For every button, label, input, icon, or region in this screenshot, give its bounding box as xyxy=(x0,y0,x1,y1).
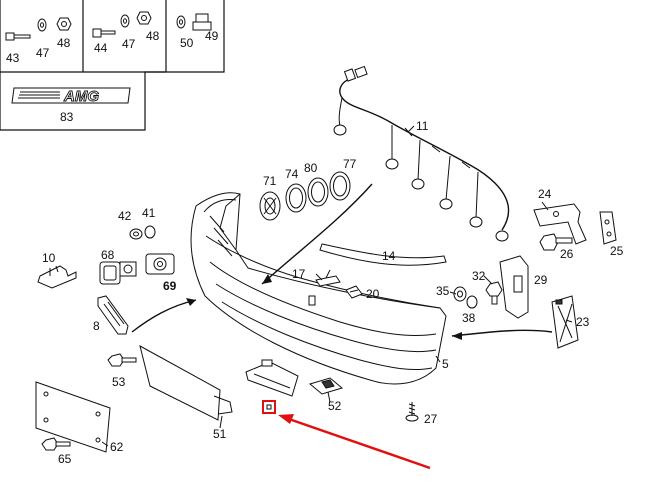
rear-bumper xyxy=(190,192,447,385)
legend-label: 50 xyxy=(180,36,194,50)
amg-logo-text: AMG xyxy=(63,88,99,105)
label-24: 24 xyxy=(538,187,552,201)
bracket-24 xyxy=(533,203,587,245)
nut-icon xyxy=(136,11,152,25)
label-42: 42 xyxy=(118,209,132,223)
bracket-25 xyxy=(599,211,617,245)
legend-label: 43 xyxy=(6,51,20,65)
label-41: 41 xyxy=(142,206,156,220)
sensor-ring-74 xyxy=(285,183,307,213)
label-68: 68 xyxy=(101,248,115,262)
washer-icon xyxy=(176,15,186,29)
bolt-icon xyxy=(5,32,31,41)
clip-17 xyxy=(315,269,341,287)
side-bracket-8 xyxy=(97,295,129,335)
label-11: 11 xyxy=(416,119,429,133)
highlight-box xyxy=(262,400,276,414)
label-25: 25 xyxy=(610,244,624,258)
bracket-29 xyxy=(499,255,529,319)
nut-41 xyxy=(144,225,156,239)
label-26: 26 xyxy=(560,247,574,261)
bracket-42 xyxy=(129,228,143,240)
label-69: 69 xyxy=(163,279,177,293)
label-71: 71 xyxy=(263,174,277,188)
label-65: 65 xyxy=(58,452,72,466)
legend-label: 44 xyxy=(94,41,108,55)
label-8: 8 xyxy=(93,319,100,333)
legend-box-2: 44 47 48 xyxy=(92,11,160,55)
trim-clip-52 xyxy=(308,377,344,395)
arrow-line xyxy=(451,329,553,337)
legend-label: 83 xyxy=(60,110,74,124)
label-14: 14 xyxy=(382,249,396,263)
mount-bracket-10 xyxy=(37,265,77,289)
label-20: 20 xyxy=(366,287,380,301)
legend-grid xyxy=(0,0,225,131)
bolt-53 xyxy=(107,353,137,367)
legend-label: 49 xyxy=(205,29,219,43)
leader-lines xyxy=(55,201,573,447)
parking-sensor-23 xyxy=(551,295,579,349)
label-52: 52 xyxy=(328,399,342,413)
label-23: 23 xyxy=(576,315,590,329)
label-10: 10 xyxy=(42,251,56,265)
label-32: 32 xyxy=(472,269,486,283)
label-62: 62 xyxy=(110,440,124,454)
wiring-harness xyxy=(333,65,510,242)
tail-light-mount-68 xyxy=(99,261,137,285)
clip-20 xyxy=(345,285,363,299)
screw-27 xyxy=(405,402,419,422)
label-77: 77 xyxy=(343,157,357,171)
label-51: 51 xyxy=(213,427,227,441)
arrow-line xyxy=(131,299,197,333)
arrow-head xyxy=(186,298,196,306)
sensor-ring-77 xyxy=(329,171,351,201)
lower-trim-piece xyxy=(245,359,299,397)
washer-icon xyxy=(37,18,47,32)
tail-light-mount-69 xyxy=(145,253,175,275)
red-pointer-line xyxy=(285,416,431,470)
highlighted-mount-point xyxy=(262,400,431,470)
label-35: 35 xyxy=(436,284,450,298)
label-38: 38 xyxy=(462,311,476,325)
bolt-26 xyxy=(539,233,573,251)
legend-label: 48 xyxy=(57,36,71,50)
bolt-32 xyxy=(485,281,503,305)
label-5: 5 xyxy=(442,357,449,371)
legend-box-3: 50 49 xyxy=(176,13,219,50)
arrow-line xyxy=(261,183,373,285)
label-29: 29 xyxy=(534,273,548,287)
legend-box-1: 43 47 48 xyxy=(5,17,72,65)
legend-label: 48 xyxy=(146,29,160,43)
nut-35 xyxy=(453,286,467,302)
arrow-head xyxy=(452,332,462,340)
washer-icon xyxy=(120,14,130,28)
label-53: 53 xyxy=(112,375,126,389)
label-27: 27 xyxy=(424,412,438,426)
label-17: 17 xyxy=(292,267,306,281)
legend-label: 47 xyxy=(122,37,136,51)
sensor-rings xyxy=(259,171,351,221)
sensor-ring-71 xyxy=(259,191,281,221)
trim-strip-14 xyxy=(319,243,447,266)
amg-emblem: AMG 83 xyxy=(11,87,131,124)
washer-36 xyxy=(466,295,478,309)
bolt-65 xyxy=(41,437,71,451)
license-plate-bracket-62 xyxy=(35,381,111,453)
label-80: 80 xyxy=(304,161,318,175)
license-plate-panel-51 xyxy=(139,345,233,421)
arrow-head xyxy=(262,274,272,284)
legend-label: 47 xyxy=(36,46,50,60)
sensor-ring-80 xyxy=(307,177,329,207)
nut-icon xyxy=(192,13,212,31)
red-pointer-head xyxy=(278,414,294,424)
bolt-icon xyxy=(92,28,116,38)
nut-icon xyxy=(56,17,72,31)
label-74: 74 xyxy=(285,167,299,181)
